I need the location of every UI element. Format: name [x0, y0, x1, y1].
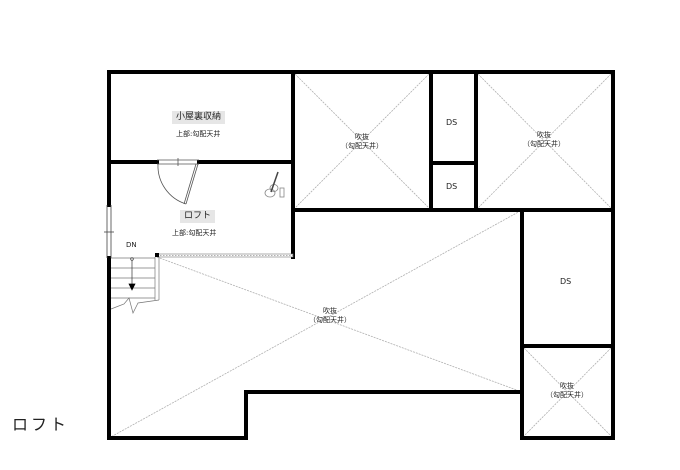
floor-title: ロフト: [12, 415, 70, 434]
attic-storage-note: 上部:勾配天井: [176, 130, 221, 138]
door[interactable]: [157, 158, 199, 205]
ds-right-label: DS: [560, 277, 572, 286]
stairs[interactable]: [110, 257, 160, 314]
stairs-dn-label: DN: [126, 241, 137, 249]
void-note: （勾配天井）: [309, 315, 351, 324]
void-diagonals: [108, 71, 614, 439]
railing: [155, 253, 294, 258]
walls: [107, 70, 615, 440]
void-label: 吹抜: [537, 131, 551, 139]
ds-top-label: DS: [446, 118, 458, 127]
guitar-icon: [264, 171, 285, 198]
loft-note: 上部:勾配天井: [172, 229, 217, 237]
void-note: （勾配天井）: [523, 139, 565, 148]
void-bottom-right: 吹抜 （勾配天井）: [541, 382, 593, 400]
void-label: 吹抜: [323, 307, 337, 315]
ds-mid-label: DS: [446, 182, 458, 191]
void-top-right: 吹抜 （勾配天井）: [518, 131, 570, 149]
void-top-left: 吹抜 （勾配天井）: [336, 133, 388, 151]
void-main: 吹抜 （勾配天井）: [304, 307, 356, 325]
void-note: （勾配天井）: [546, 390, 588, 399]
window: [104, 205, 114, 258]
attic-storage-label: 小屋裏収納: [172, 111, 226, 125]
void-note: （勾配天井）: [341, 141, 383, 150]
loft-label: ロフト: [180, 210, 216, 224]
void-label: 吹抜: [560, 382, 574, 390]
void-label: 吹抜: [355, 133, 369, 141]
